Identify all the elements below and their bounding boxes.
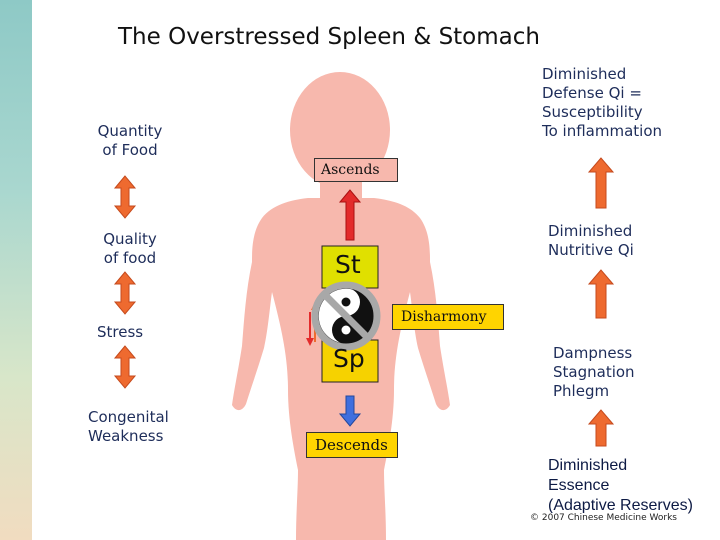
right-up-arrow-1 — [587, 157, 615, 209]
label-quantity-of-food-text: Quantity of Food — [97, 122, 163, 159]
no-symbol-icon — [311, 281, 381, 351]
label-quality-of-food: Quality of food — [80, 230, 180, 268]
label-stress: Stress — [97, 323, 143, 342]
stomach-box — [321, 245, 379, 289]
label-quantity-of-food: Quantity of Food — [80, 122, 180, 160]
left-double-arrow-2 — [113, 271, 137, 315]
label-quality-of-food-text: Quality of food — [103, 230, 157, 267]
copyright-notice: © 2007 Chinese Medicine Works — [528, 513, 679, 523]
descends-label: Descends — [306, 432, 398, 458]
small-down-arrow — [306, 312, 314, 346]
left-double-arrow-1 — [113, 175, 137, 219]
ascends-label: Ascends — [314, 158, 398, 182]
label-congenital-weakness-text: Congenital Weakness — [88, 408, 169, 445]
page-title: The Overstressed Spleen & Stomach — [118, 24, 540, 50]
decorative-side-stripe — [0, 0, 32, 540]
disharmony-label: Disharmony — [392, 304, 504, 330]
label-diminished-nutritive-qi: Diminished Nutritive Qi — [548, 222, 634, 260]
label-diminished-nutritive-qi-text: Diminished Nutritive Qi — [548, 222, 634, 259]
right-up-arrow-3 — [587, 409, 615, 447]
left-double-arrow-3 — [113, 345, 137, 389]
ascends-arrow — [338, 189, 362, 241]
label-diminished-defense-qi-text: Diminished Defense Qi = Susceptibility T… — [542, 65, 663, 140]
label-diminished-essence: Diminished Essence (Adaptive Reserves) — [548, 456, 693, 516]
stomach-label: St — [335, 250, 361, 279]
label-congenital-weakness: Congenital Weakness — [88, 408, 169, 446]
label-stress-text: Stress — [97, 323, 144, 341]
spleen-label: Sp — [333, 344, 365, 373]
right-up-arrow-2 — [587, 269, 615, 319]
label-dampness-stagnation-phlegm-text: Dampness Stagnation Phlegm — [553, 344, 635, 400]
label-diminished-essence-text: Diminished Essence (Adaptive Reserves) — [548, 457, 693, 514]
label-dampness-stagnation-phlegm: Dampness Stagnation Phlegm — [553, 344, 635, 401]
descends-arrow — [338, 395, 362, 427]
label-diminished-defense-qi: Diminished Defense Qi = Susceptibility T… — [542, 65, 662, 141]
